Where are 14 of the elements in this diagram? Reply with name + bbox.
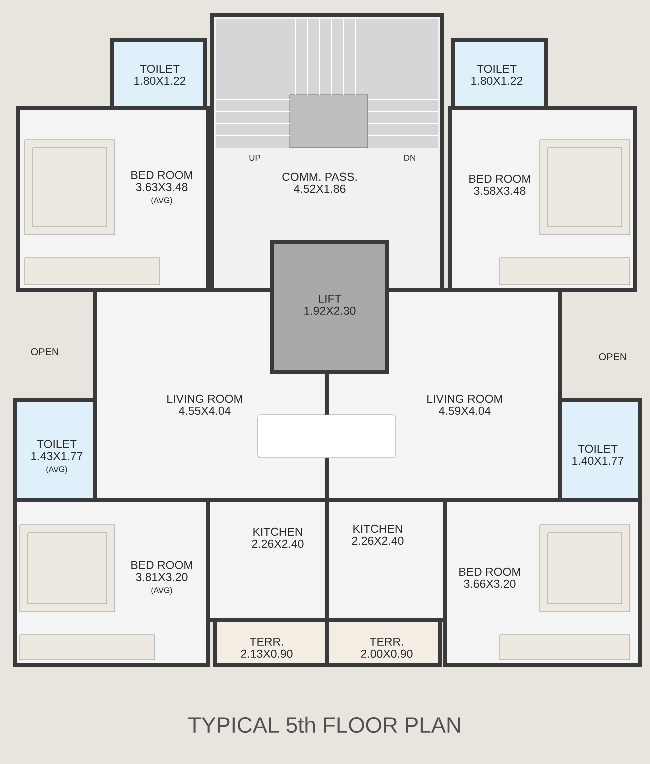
area-label: OPEN [599,353,626,361]
plan-title: TYPICAL 5th FLOOR PLAN [188,716,460,734]
room: TOILET 1.40X1.77 [558,398,642,502]
room: KITCHEN 2.26X2.40 [206,498,329,622]
area-label: DN [404,155,416,161]
room: KITCHEN 2.26X2.40 [325,498,447,622]
room: TOILET 1.80X1.22 [451,38,548,110]
area-label: OPEN [31,348,58,356]
room: TERR. 2.13X0.90 [213,618,329,667]
room: TERR. 2.00X0.90 [325,618,442,667]
room: TOILET 1.43X1.77 (AVG) [13,398,97,502]
lift-shaft: LIFT 1.92X2.30 [270,240,389,374]
room: TOILET 1.80X1.22 [110,38,207,110]
area-label: UP [250,155,260,161]
